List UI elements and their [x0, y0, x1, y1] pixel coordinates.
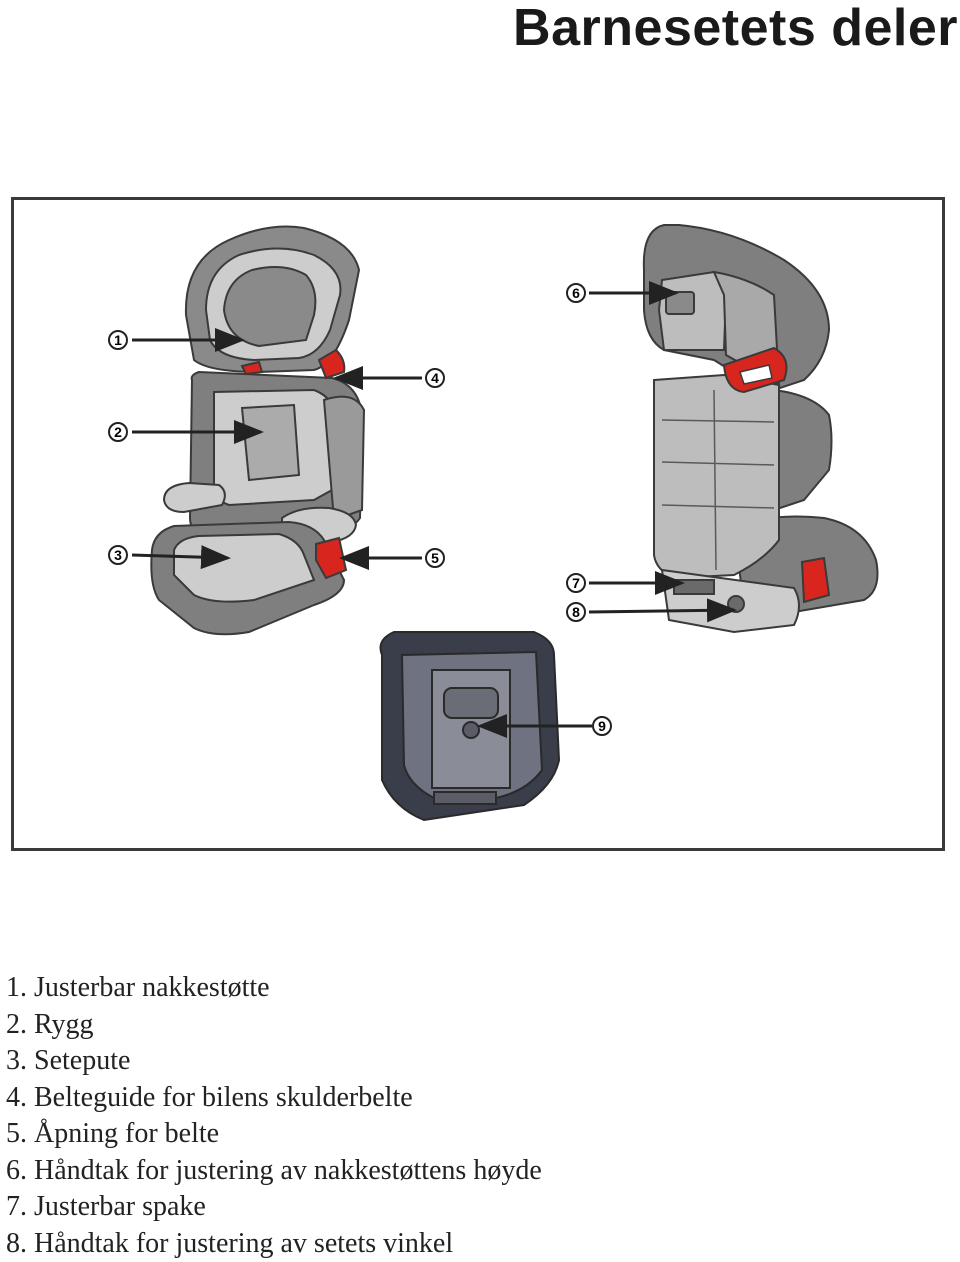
svg-text:3: 3 [114, 547, 122, 563]
legend-item: 2. Rygg [6, 1007, 542, 1044]
callout-9: 9 [593, 717, 611, 735]
legend-item: 3. Setepute [6, 1043, 542, 1080]
svg-text:6: 6 [572, 285, 580, 301]
callout-2: 2 [109, 423, 127, 441]
callout-1: 1 [109, 331, 127, 349]
legend-item: 5. Åpning for belte [6, 1116, 542, 1153]
legend-item: 6. Håndtak for justering av nakkestøtten… [6, 1153, 542, 1190]
legend-item: 7. Justerbar spake [6, 1189, 542, 1226]
callout-5: 5 [426, 549, 444, 567]
rear-seat-view [644, 225, 878, 632]
parts-legend: 1. Justerbar nakkestøtte 2. Rygg 3. Sete… [6, 970, 542, 1262]
callout-6: 6 [567, 284, 585, 302]
svg-text:9: 9 [598, 718, 606, 734]
svg-text:2: 2 [114, 424, 122, 440]
svg-text:4: 4 [431, 370, 439, 386]
svg-text:1: 1 [114, 332, 122, 348]
seat-parts-illustration: 1 2 3 4 5 6 7 8 9 [11, 197, 945, 851]
front-seat-view [151, 227, 364, 635]
callout-4: 4 [426, 369, 444, 387]
svg-text:5: 5 [431, 550, 439, 566]
legend-item: 1. Justerbar nakkestøtte [6, 970, 542, 1007]
legend-item: 4. Belteguide for bilens skulderbelte [6, 1080, 542, 1117]
callout-3: 3 [109, 546, 127, 564]
callout-7: 7 [567, 574, 585, 592]
seat-diagram: 1 2 3 4 5 6 7 8 9 [14, 200, 942, 848]
page-title: Barnesetets deler [513, 0, 958, 56]
legend-item: 8. Håndtak for justering av setets vinke… [6, 1226, 542, 1262]
svg-text:7: 7 [572, 575, 580, 591]
callout-8: 8 [567, 603, 585, 621]
svg-text:8: 8 [572, 604, 580, 620]
